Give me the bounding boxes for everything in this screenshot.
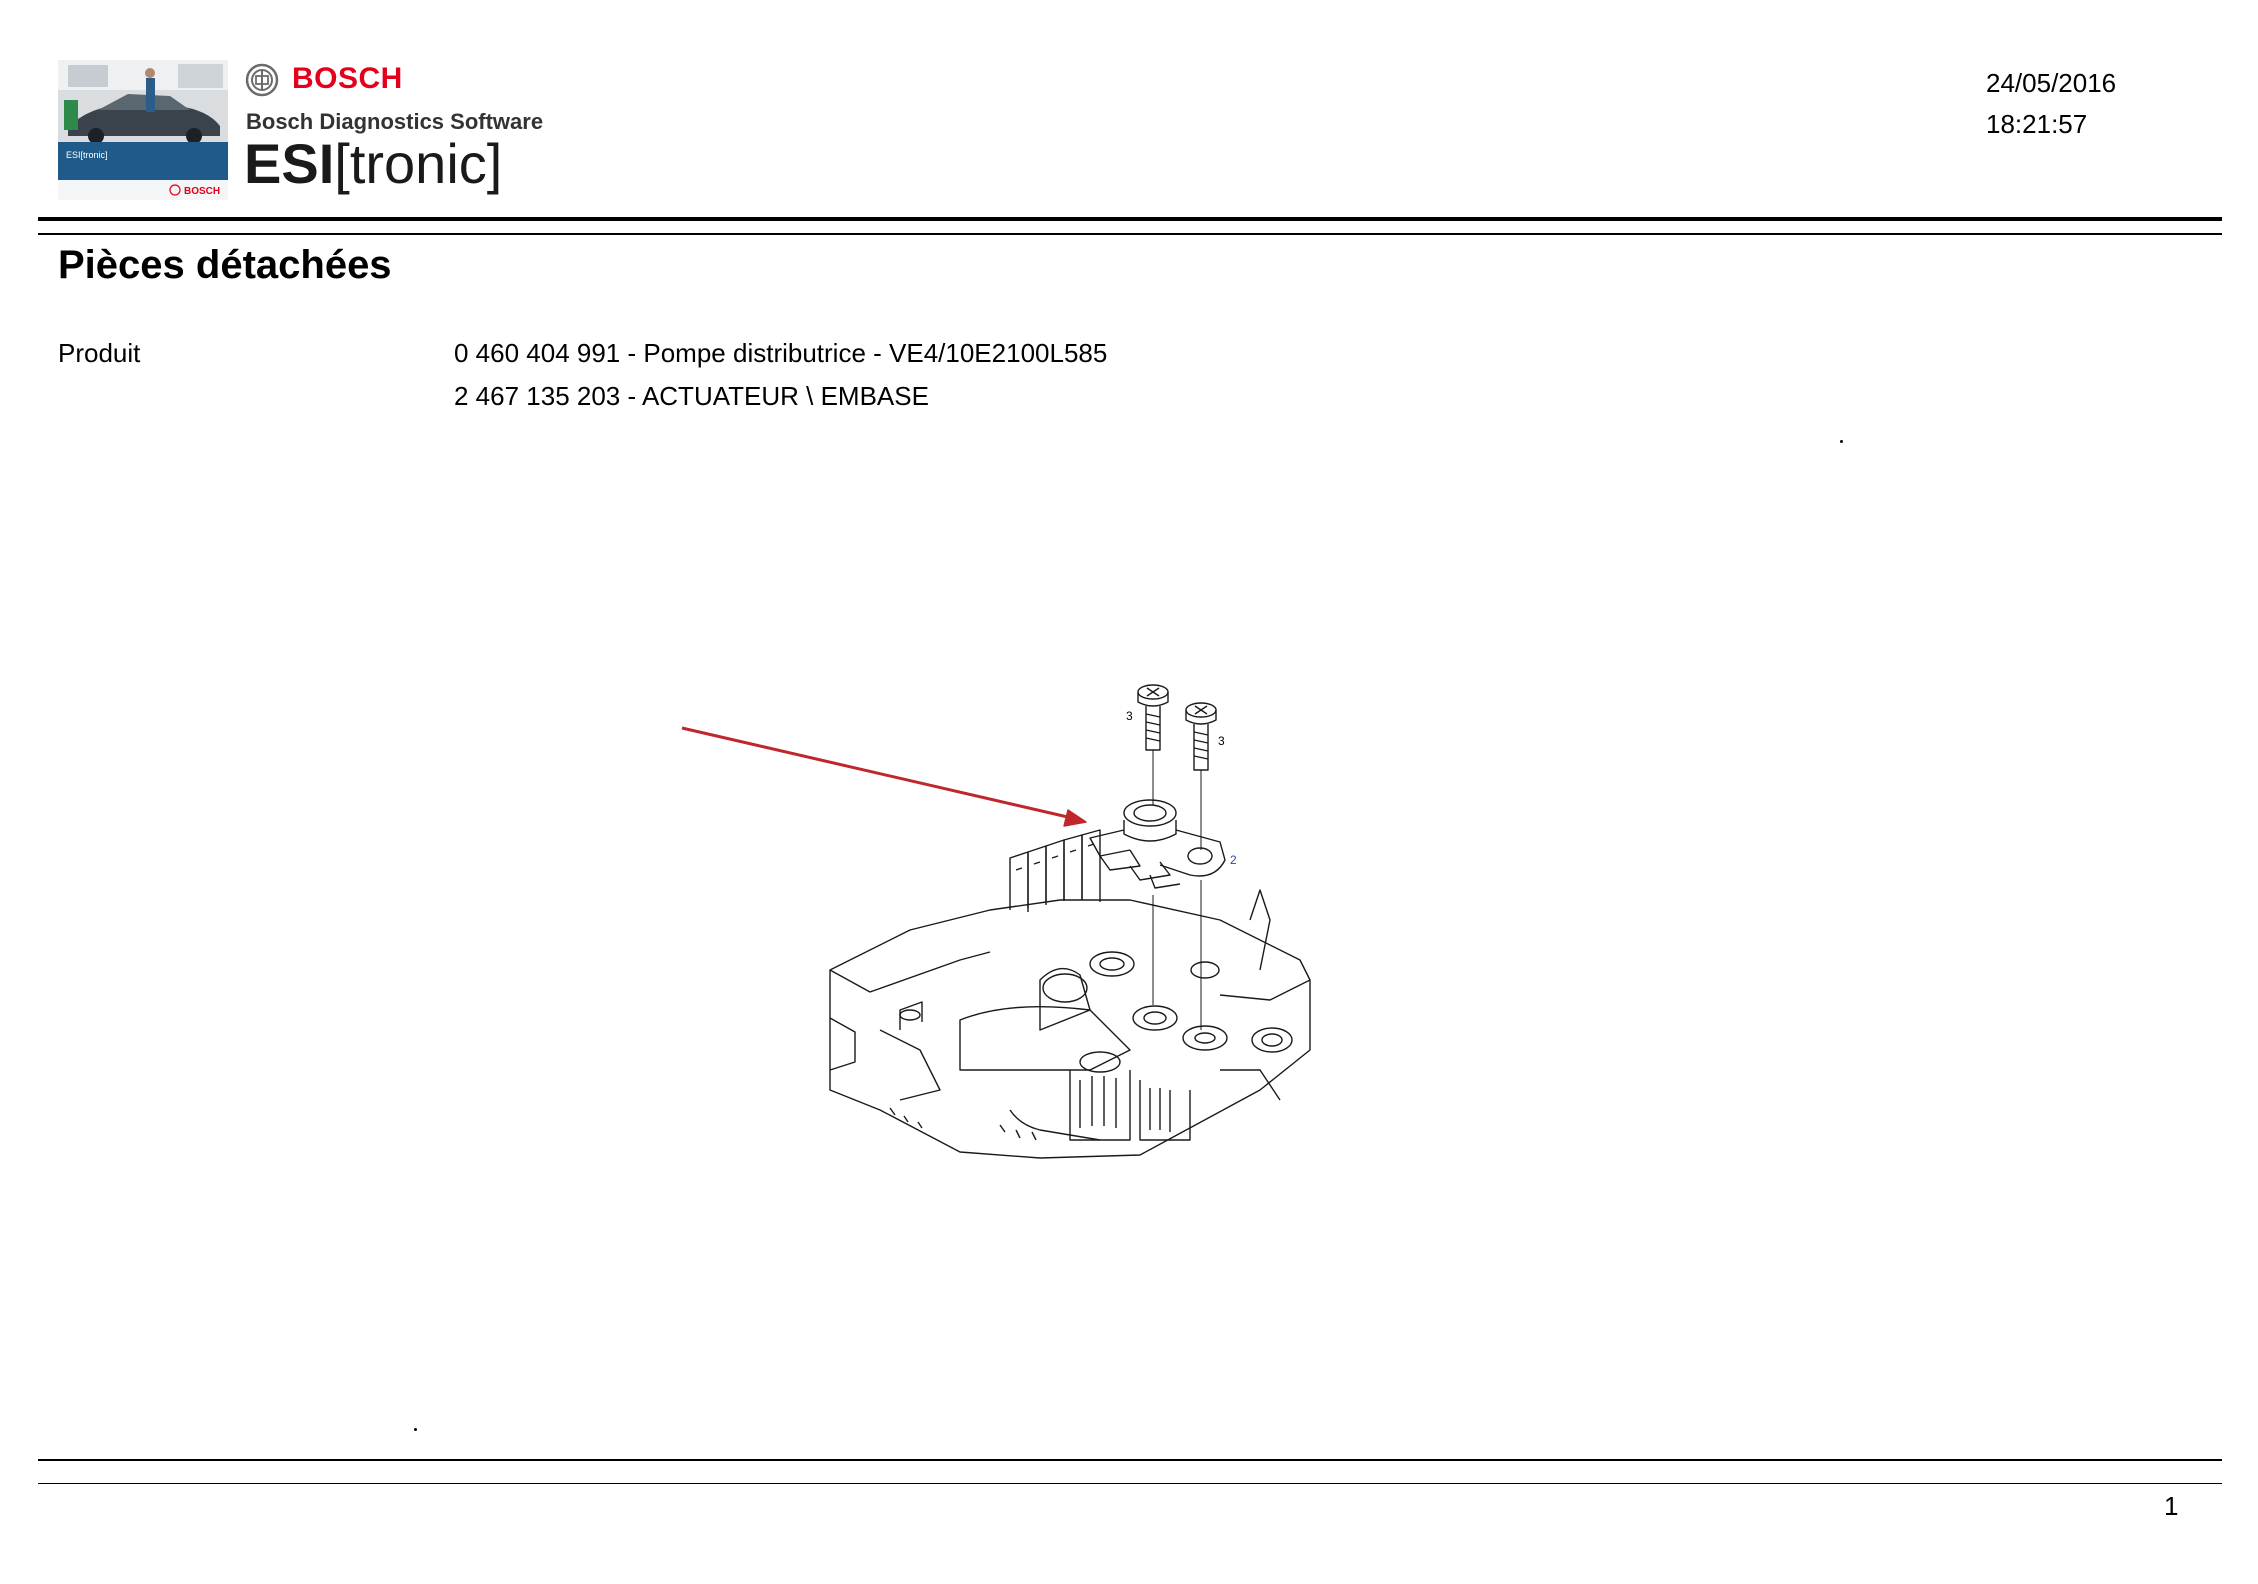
actuator-bracket-part: [1089, 799, 1226, 889]
logo-light-part: [tronic]: [334, 132, 503, 195]
bosch-emblem-icon: [245, 63, 279, 97]
product-label: Produit: [58, 338, 141, 368]
callout-screw-1: 3: [1126, 709, 1133, 723]
parts-exploded-diagram: 3 3 2: [660, 670, 1340, 1190]
page-title: Pièces détachées: [58, 243, 392, 287]
esitronic-cover-thumbnail: ESI[tronic] BOSCH: [58, 60, 228, 200]
logo-bold-part: ESI: [244, 132, 335, 195]
thumb-label: ESI[tronic]: [66, 150, 108, 160]
screw-1: [1137, 684, 1169, 751]
screw-2: [1185, 702, 1217, 771]
product-line-actuator: 2 467 135 203 - ACTUATEUR \ EMBASE: [454, 381, 929, 411]
header-rule-thin: [38, 233, 2222, 235]
callout-screw-2: 3: [1218, 734, 1225, 748]
software-name: Bosch Diagnostics Software: [246, 109, 544, 134]
page-number: 1: [2164, 1491, 2179, 1521]
footer-rule-upper: [38, 1459, 2222, 1461]
cover-image: ESI[tronic] BOSCH: [58, 60, 228, 200]
print-date: 24/05/2016: [1986, 68, 2117, 98]
header-rule-thick: [38, 217, 2222, 221]
footer-rule-lower: [38, 1483, 2222, 1484]
actuator-base-plate: [829, 829, 1311, 1159]
thumb-brand: BOSCH: [184, 186, 220, 197]
stray-dot: [414, 1428, 417, 1431]
callout-bracket: 2: [1230, 853, 1237, 867]
pointer-arrow: [681, 726, 1087, 827]
stray-dot: [1840, 440, 1843, 443]
bosch-brand-text: BOSCH: [292, 62, 403, 95]
product-line-pump: 0 460 404 991 - Pompe distributrice - VE…: [454, 338, 1108, 368]
print-time: 18:21:57: [1986, 109, 2088, 139]
esitronic-logo: ESI[tronic]: [244, 136, 502, 192]
